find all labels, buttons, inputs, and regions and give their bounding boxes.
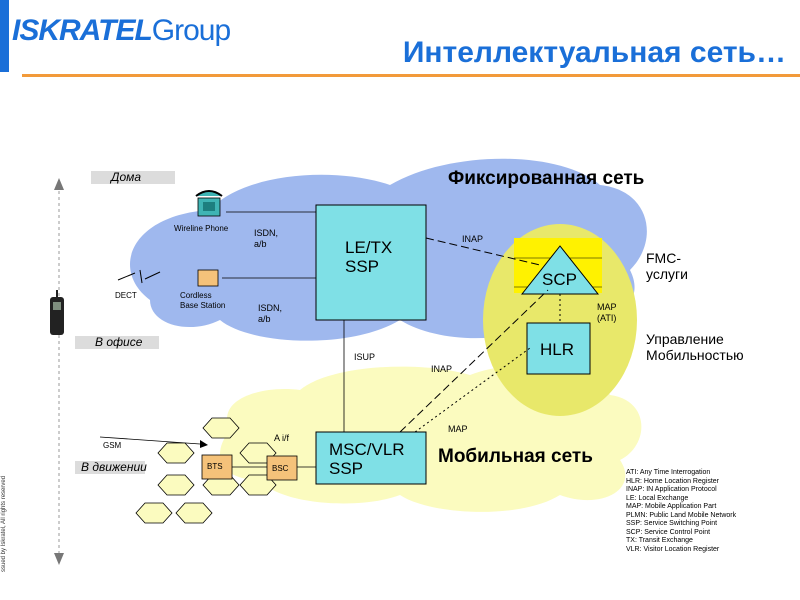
map-ati-label-line1: MAP [597,302,617,312]
map-label: MAP [448,424,468,434]
mobility-management-label: Управление Мобильностью [646,331,744,363]
letx-label-line2: SSP [345,257,380,276]
zone-office: В офисе [75,336,159,349]
mscvlr-label: MSC/VLR SSP [329,440,405,478]
cordless-label: Cordless Base Station [180,291,225,311]
logo-suffix: Group [151,14,231,47]
scp-label: SCP [542,270,577,289]
map-ati-label-line2: (ATI) [597,313,617,323]
isdn1-label: ISDN, a/b [254,228,278,250]
mobility-management-line2: Мобильностью [646,347,744,363]
mscvlr-label-line2: SSP [329,459,364,478]
iskratel-logo: ISKRATELGroup [12,14,231,48]
zone-home: Дома [91,171,175,184]
fixed-network-label: Фиксированная сеть [448,168,645,189]
cordless-label-line1: Cordless [180,291,212,300]
inap-mid-label: INAP [431,364,453,374]
brand-accent-bar [0,0,9,72]
zone-moving: В движении [75,461,147,474]
legend-item: VLR: Visitor Location Register [626,545,720,553]
fmc-services-line2: услуги [646,266,688,282]
aif-label: A i/f [274,433,290,443]
bsc-label: BSC [272,464,289,473]
legend-item: ATI: Any Time Interrogation [626,469,711,476]
legend-item: PLMN: Public Land Mobile Network [626,511,737,519]
legend-item: INAP: IN Application Protocol [626,486,717,493]
mscvlr-label-line1: MSC/VLR [329,440,405,459]
bts-node [201,454,233,480]
fmc-services-line1: FMC- [646,250,681,266]
inap-top-label: INAP [462,234,484,244]
dect-handset-icon [117,269,161,284]
letx-label-line1: LE/TX [345,238,393,257]
legend-item: MAP: Mobile Application Part [626,503,717,510]
wireline-phone-icon [195,190,223,217]
mobility-arrow-down [54,553,64,565]
legend-item: LE: Local Exchange [626,494,689,502]
cordless-label-line2: Base Station [180,301,226,310]
hlr-node [526,322,591,375]
isdn2-label: ISDN, a/b [258,303,282,325]
legend-item: SSP: Service Switching Point [626,520,718,527]
isdn1-label-line1: ISDN, [254,228,279,238]
dect-label: DECT [115,291,137,300]
mobile-network-label: Мобильная сеть [438,446,593,467]
isdn1-label-line2: a/b [254,239,267,249]
map-ati-label: MAP (ATI) [597,302,617,324]
isup-label: ISUP [354,352,376,362]
hlr-label: HLR [540,340,575,359]
bsc-node [266,455,298,481]
logo-brand: ISKRATEL [12,14,153,47]
cordless-base-station [197,269,219,287]
isdn2-label-line2: a/b [258,314,271,324]
title-divider [22,74,800,77]
isdn2-label-line1: ISDN, [258,303,283,313]
copyright-notice: ssued by Iskratel, All rights reserved [1,475,7,572]
legend-item: HLR: Home Location Register [626,477,719,485]
bts-label: BTS [207,462,223,471]
legend-item: TX: Transit Exchange [626,537,693,544]
letx-ssp-node [315,204,427,321]
gsm-label: GSM [103,441,122,450]
wireline-phone-label: Wireline Phone [174,224,229,233]
page-title: Интеллектуальная сеть… [402,36,786,69]
mscvlr-ssp-node [315,431,427,485]
mobility-management-line1: Управление [646,331,724,347]
gsm-cells [135,417,277,524]
mobility-arrow-up [54,178,64,190]
abbreviation-legend: ATI: Any Time Interrogation HLR: Home Lo… [626,469,736,554]
legend-item: SCP: Service Control Point [626,528,711,536]
letx-label: LE/TX SSP [345,238,392,276]
fmc-services-label: FMC- услуги [646,250,688,282]
mobile-phone-icon [50,290,64,335]
